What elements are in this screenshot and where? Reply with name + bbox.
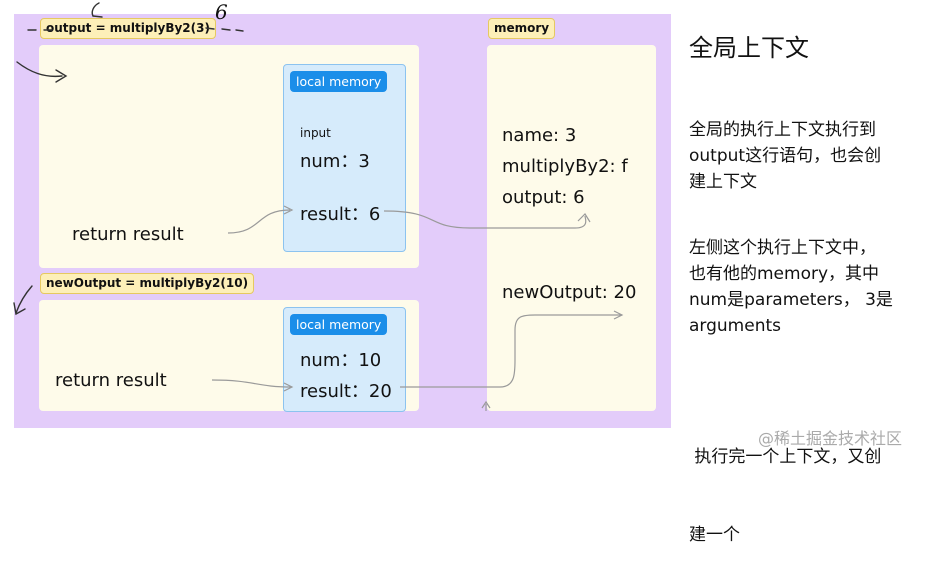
local-result-2: result：20 (300, 381, 392, 402)
side-line: 也有他的memory，其中 (689, 264, 880, 284)
local-memory-2-tag: local memory (290, 314, 388, 335)
side-line: arguments (689, 316, 781, 336)
memory-output: output: 6 (502, 187, 585, 208)
sketch-arrow-2 (15, 285, 33, 314)
sketch-arc-top (91, 2, 100, 17)
side-line: 左侧这个执行上下文中， (689, 238, 876, 258)
local-memory-1-tag: local memory (290, 71, 388, 92)
side-paragraph-1: 全局的执行上下文执行到 output这行语句，也会创 建上下文 (689, 117, 881, 195)
memory-tag: memory (488, 18, 556, 39)
side-line: 全局的执行上下文执行到 (689, 120, 876, 140)
return-statement-1: return result (72, 224, 184, 245)
watermark: @稀土掘金技术社区 (758, 429, 903, 448)
local-num-1: num：3 (300, 151, 370, 172)
local-num-2: num：10 (300, 350, 382, 371)
local-memory-1 (283, 64, 406, 252)
arrow-return-to-result-2 (211, 379, 293, 388)
handwritten-six: 6 (215, 0, 228, 24)
input-label: input (300, 126, 331, 140)
side-title: 全局上下文 (689, 34, 809, 62)
arrow-result-to-output (383, 210, 587, 229)
side-paragraph-3: 执行完一个上下文，又创 建一个 (689, 392, 881, 574)
side-paragraph-2: 左侧这个执行上下文中， 也有他的memory，其中 num是parameters… (689, 235, 893, 339)
side-line: output这行语句，也会创 (689, 146, 882, 166)
connector-lines (13, 2, 624, 411)
sketch-arrow-1 (16, 61, 63, 78)
context-1-tag: output = multiplyBy2(3) (40, 18, 216, 39)
memory-newoutput: newOutput: 20 (502, 282, 637, 303)
return-statement-2: return result (55, 370, 167, 391)
arrow-return-to-result-1 (227, 209, 291, 234)
context-2-tag: newOutput = multiplyBy2(10) (40, 273, 255, 294)
local-result-1: result：6 (300, 204, 381, 225)
side-line: 建一个 (689, 525, 740, 545)
side-line: 建上下文 (689, 172, 757, 192)
memory-multiply: multiplyBy2: f (502, 156, 628, 177)
memory-name: name: 3 (502, 125, 577, 146)
side-line: num是parameters， 3是 (689, 290, 893, 310)
arrow-result-to-newoutput (400, 314, 622, 388)
